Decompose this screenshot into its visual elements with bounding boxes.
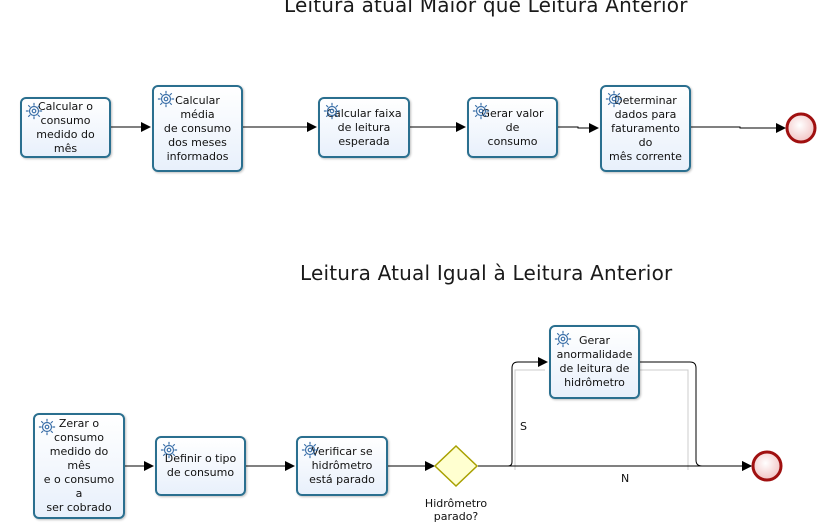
- gear-icon: [605, 90, 623, 108]
- gear-icon: [157, 90, 175, 108]
- gear-icon: [25, 102, 43, 120]
- gateway-label: Hidrômetro parado?: [424, 497, 488, 523]
- gear-icon: [301, 441, 319, 459]
- task-calcular-faixa[interactable]: Calcular faixa de leitura esperada: [318, 97, 410, 158]
- task-label: Zerar o consumo medido do mês e o consum…: [43, 417, 115, 514]
- task-label: Calcular o consumo medido do mês: [36, 99, 95, 155]
- branch-label-no: N: [621, 472, 630, 485]
- task-determinar-dados[interactable]: Determinar dados para faturamento do mês…: [600, 85, 691, 172]
- task-label: Determinar dados para faturamento do mês…: [609, 93, 682, 163]
- task-verificar-hidrometro[interactable]: Verificar se hidrômetro está parado: [296, 436, 388, 496]
- gear-icon: [472, 102, 490, 120]
- task-gerar-anormalidade[interactable]: Gerar anormalidade de leitura de hidrôme…: [549, 325, 640, 399]
- gateway-hydrometer-stopped[interactable]: [433, 444, 479, 488]
- flow-top-5[interactable]: [691, 123, 786, 133]
- flow-yes-shadow: [514, 369, 545, 470]
- flow-anomaly-shadow: [640, 369, 689, 470]
- gear-icon: [554, 330, 572, 348]
- task-calcular-media[interactable]: Calcular média de consumo dos meses info…: [152, 85, 243, 172]
- task-label: Verificar se hidrômetro está parado: [309, 445, 375, 486]
- task-definir-tipo[interactable]: Definir o tipo de consumo: [155, 436, 246, 496]
- task-gerar-valor[interactable]: Gerar valor de consumo: [467, 97, 558, 158]
- task-calcular-consumo[interactable]: Calcular o consumo medido do mês: [20, 97, 111, 158]
- flow-anomaly-to-end[interactable]: [640, 361, 752, 471]
- flow-gateway-yes[interactable]: [478, 357, 548, 467]
- end-event-top[interactable]: [785, 112, 817, 144]
- flow-top-4[interactable]: [558, 123, 599, 133]
- gear-icon: [160, 441, 178, 459]
- branch-label-yes: S: [520, 420, 527, 433]
- task-zerar-consumo[interactable]: Zerar o consumo medido do mês e o consum…: [33, 413, 125, 519]
- end-event-bottom[interactable]: [751, 450, 783, 482]
- gear-icon: [323, 102, 341, 120]
- gear-icon: [38, 418, 56, 436]
- title-bottom: Leitura Atual Igual à Leitura Anterior: [300, 261, 673, 285]
- task-label: Calcular média de consumo dos meses info…: [163, 93, 232, 163]
- title-top: Leitura atual Maior que Leitura Anterior: [284, 0, 688, 17]
- task-label: Gerar anormalidade de leitura de hidrôme…: [556, 334, 633, 389]
- task-label: Gerar valor de consumo: [481, 106, 544, 148]
- task-label: Calcular faixa de leitura esperada: [326, 106, 402, 148]
